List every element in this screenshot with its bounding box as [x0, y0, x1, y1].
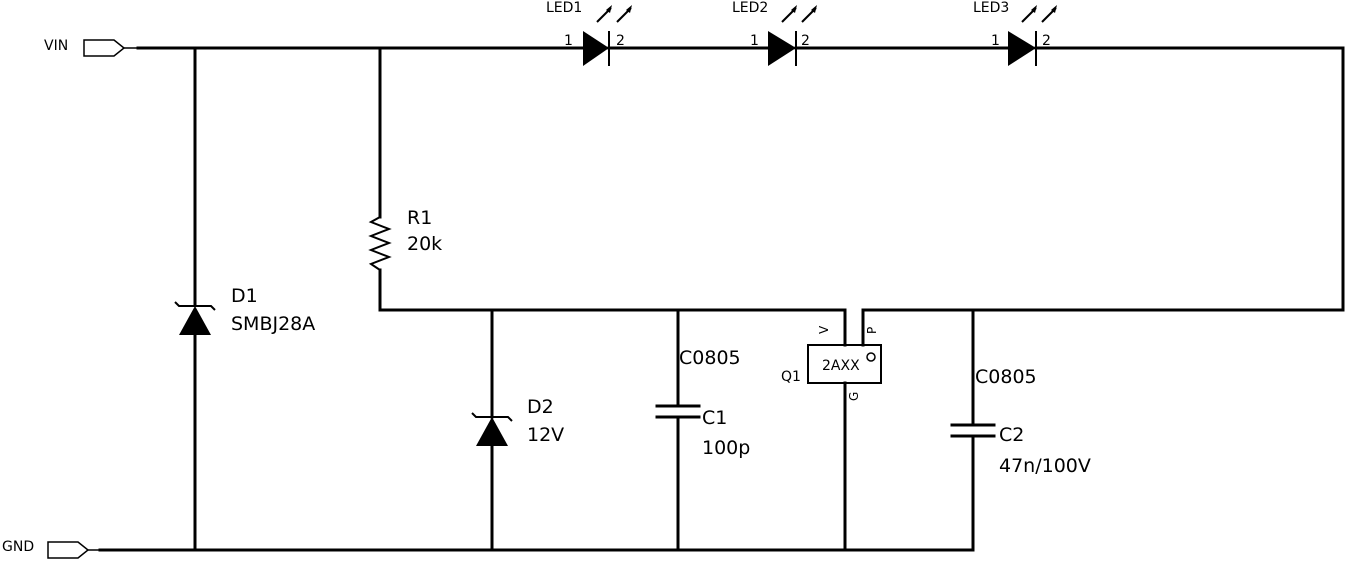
led2-emission-arrows-icon — [781, 5, 817, 23]
r1-ref: R1 — [407, 207, 432, 229]
led2: LED2 1 2 — [732, 0, 817, 66]
r1: R1 20k — [368, 207, 442, 271]
d1-ref: D1 — [231, 285, 258, 307]
d2-ref: D2 — [527, 396, 554, 418]
vin-port-symbol — [83, 39, 126, 57]
q1-part: 2AXX — [822, 358, 860, 374]
led2-triangle — [768, 31, 796, 66]
q1: 2AXX Q1 V P G — [781, 325, 882, 401]
led1-triangle — [583, 31, 609, 66]
wires — [98, 46, 1345, 552]
q1-pin-v-label: V — [817, 325, 831, 334]
q1-pin-p-label: P — [865, 327, 879, 334]
led3-ref: LED3 — [973, 0, 1009, 16]
q1-ref: Q1 — [781, 369, 801, 385]
led3-triangle — [1008, 31, 1036, 66]
led3-pin2: 2 — [1042, 33, 1051, 49]
r1-resistor-zigzag — [368, 216, 392, 271]
gnd-port-label: GND — [2, 539, 34, 555]
d1-zener-bar — [174, 301, 216, 311]
d1-triangle — [179, 306, 211, 335]
led3-emission-arrows-icon — [1021, 5, 1057, 23]
vin-port: VIN — [44, 38, 138, 57]
led2-pin2: 2 — [801, 33, 810, 49]
gnd-port: GND — [2, 539, 100, 559]
r1-value: 20k — [407, 233, 442, 255]
c1-package: C0805 — [679, 347, 741, 369]
led1: LED1 1 2 — [546, 0, 632, 66]
led3-pin1: 1 — [991, 33, 1000, 49]
led1-ref: LED1 — [546, 0, 582, 16]
d2-zener-bar — [471, 412, 513, 422]
led2-pin1: 1 — [750, 33, 759, 49]
d1-value: SMBJ28A — [231, 313, 315, 335]
d2: D2 12V — [471, 396, 564, 446]
c1-ref: C1 — [702, 407, 727, 429]
q1-pin-g-label: G — [847, 392, 861, 401]
c2-ref: C2 — [999, 424, 1024, 446]
c1: C0805 C1 100p — [655, 347, 750, 459]
d2-triangle — [476, 417, 508, 446]
led2-ref: LED2 — [732, 0, 768, 16]
q1-body — [807, 344, 882, 384]
d1: D1 SMBJ28A — [174, 285, 315, 335]
led1-pin2: 2 — [616, 33, 625, 49]
c2-package: C0805 — [975, 366, 1037, 388]
led1-emission-arrows-icon — [596, 5, 632, 23]
vin-port-label: VIN — [44, 38, 68, 54]
c2: C0805 C2 47n/100V — [950, 366, 1091, 477]
c1-value: 100p — [702, 437, 750, 459]
q1-pin1-marker-icon — [866, 352, 876, 362]
led1-pin1: 1 — [564, 33, 573, 49]
d2-value: 12V — [527, 424, 564, 446]
c2-value: 47n/100V — [999, 455, 1091, 477]
led3: LED3 1 2 — [973, 0, 1057, 66]
gnd-port-symbol — [47, 541, 90, 559]
